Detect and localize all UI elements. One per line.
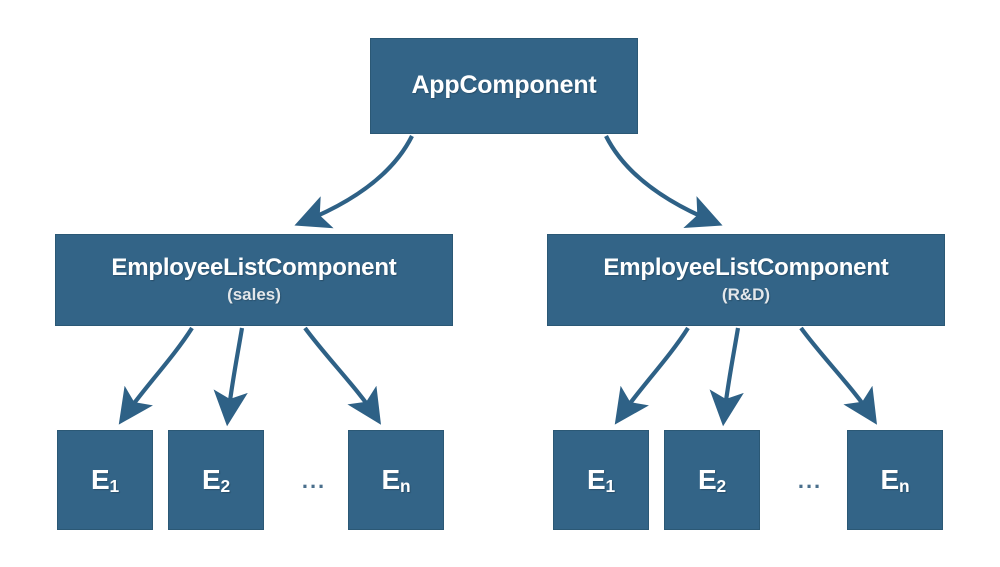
arrow-sales-to-en xyxy=(303,326,381,425)
employee-letter: E xyxy=(587,463,606,495)
employee-index: 1 xyxy=(109,476,120,497)
node-rnd-employee-n-label: En xyxy=(880,463,910,497)
node-sales-employee-2-label: E2 xyxy=(202,463,231,497)
node-app-component[interactable]: AppComponent xyxy=(370,38,638,134)
employee-index: n xyxy=(899,476,910,497)
employee-index: 2 xyxy=(716,476,727,497)
node-sales-employee-n[interactable]: En xyxy=(348,430,444,530)
employee-letter: E xyxy=(381,463,401,495)
arrow-sales-to-e1 xyxy=(118,326,194,425)
employee-index: n xyxy=(400,476,411,497)
rnd-ellipsis: ... xyxy=(797,468,823,493)
node-employee-list-sales-label: EmployeeListComponent xyxy=(111,254,397,282)
node-rnd-employee-1-label: E1 xyxy=(587,463,616,497)
node-rnd-employee-1[interactable]: E1 xyxy=(553,430,649,530)
arrow-sales-to-e2 xyxy=(213,327,248,427)
employee-letter: E xyxy=(202,463,221,495)
employee-letter: E xyxy=(91,463,110,495)
node-employee-list-rnd-label: EmployeeListComponent xyxy=(603,254,889,282)
node-sales-employee-n-label: En xyxy=(381,463,411,497)
arrow-app-to-sales xyxy=(294,135,414,229)
arrow-app-to-rnd xyxy=(604,135,723,228)
node-rnd-employee-2[interactable]: E2 xyxy=(664,430,760,530)
employee-letter: E xyxy=(880,463,900,495)
node-employee-list-rnd-sublabel: (R&D) xyxy=(721,284,771,304)
arrow-rnd-to-en xyxy=(799,326,877,425)
node-sales-employee-1[interactable]: E1 xyxy=(57,430,153,530)
node-app-component-label: AppComponent xyxy=(411,71,597,100)
node-employee-list-rnd[interactable]: EmployeeListComponent (R&D) xyxy=(547,234,945,326)
arrow-rnd-to-e2 xyxy=(709,327,744,427)
employee-letter: E xyxy=(698,463,717,495)
node-rnd-employee-n[interactable]: En xyxy=(847,430,943,530)
arrow-rnd-to-e1 xyxy=(614,326,690,425)
node-employee-list-sales-sublabel: (sales) xyxy=(227,284,281,304)
node-employee-list-sales[interactable]: EmployeeListComponent (sales) xyxy=(55,234,453,326)
employee-index: 1 xyxy=(605,476,616,497)
node-sales-employee-1-label: E1 xyxy=(91,463,120,497)
employee-index: 2 xyxy=(220,476,231,497)
node-rnd-employee-2-label: E2 xyxy=(698,463,727,497)
sales-ellipsis: ... xyxy=(301,468,327,493)
node-sales-employee-2[interactable]: E2 xyxy=(168,430,264,530)
